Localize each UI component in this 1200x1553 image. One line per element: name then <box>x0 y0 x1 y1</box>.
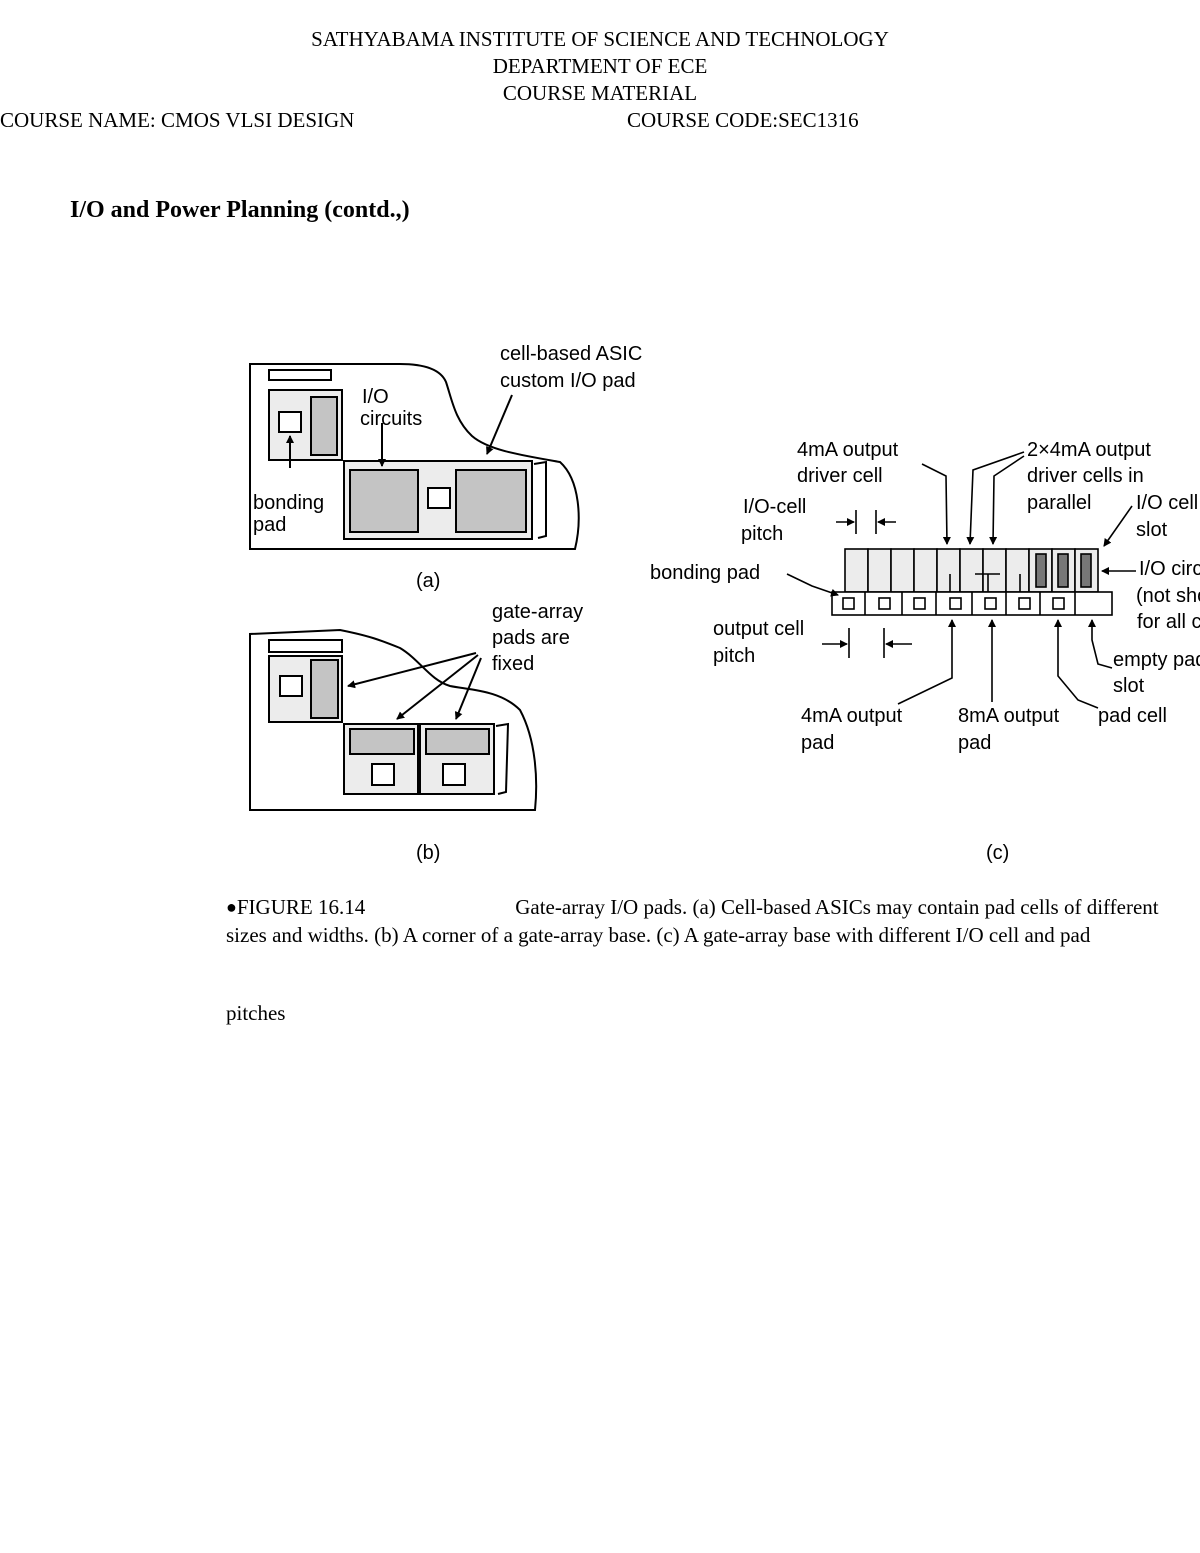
io-pads-figure: I/O circuits bonding pad cell-based ASIC… <box>249 343 1200 864</box>
panel-a-corner-cell <box>268 369 332 381</box>
panel-b-drawing <box>249 628 538 811</box>
panel-a-side-circuit <box>310 396 338 456</box>
caption-text: Gate-array I/O pads. (a) Cell-based ASIC… <box>226 895 1159 947</box>
panel-b-side-pad <box>279 675 303 697</box>
course-name: COURSE NAME: CMOS VLSI DESIGN <box>0 108 355 132</box>
asic-callout-2: custom I/O pad <box>500 370 636 392</box>
pad-4ma-label-2: pad <box>801 732 834 754</box>
panel-b-circuit-1 <box>349 728 415 755</box>
material-label: COURSE MATERIAL <box>502 81 698 105</box>
panel-b-outline <box>249 628 538 811</box>
fixed-label-2: pads are <box>492 627 570 649</box>
io-pitch-label-2: pitch <box>741 523 783 545</box>
empty-slot-label-2: slot <box>1113 675 1145 697</box>
fixed-label-1: gate-array <box>492 601 583 623</box>
driver-4ma-label-1: 4mA output <box>797 439 899 461</box>
panel-a-label: (a) <box>416 570 440 592</box>
io-slot-label-2: slot <box>1136 519 1168 541</box>
asic-callout-1: cell-based ASIC <box>500 343 642 365</box>
io-circuits-label-c-2: (not shown <box>1136 585 1200 607</box>
panel-a-io-circuit-right <box>455 469 527 533</box>
bonding-pad-square-a <box>278 411 302 433</box>
panel-a-io-circuit-left <box>349 469 419 533</box>
panel-a-drawing <box>249 363 580 550</box>
empty-slot-label-1: empty pad <box>1113 649 1200 671</box>
panel-b-pad-2 <box>442 763 466 786</box>
panel-b-circuit-2 <box>425 728 490 755</box>
fixed-label-3: fixed <box>492 653 534 675</box>
section-title: I/O and Power Planning (contd.,) <box>70 197 410 223</box>
caption-tail: pitches <box>226 1001 286 1025</box>
panel-a-outline <box>249 363 580 550</box>
panel-b-side-circuit <box>310 659 339 719</box>
panel-c-drawing <box>786 451 1136 709</box>
io-circuits-label-a-2: circuits <box>360 408 422 430</box>
io-pitch-label-1: I/O-cell <box>743 496 806 518</box>
bonding-pad-label-c: bonding pad <box>650 562 760 584</box>
panel-b-label: (b) <box>416 842 440 864</box>
institute-name: SATHYABAMA INSTITUTE OF SCIENCE AND TECH… <box>311 27 889 51</box>
panel-a-edge-cell <box>533 460 547 539</box>
bonding-pad-label-a: bonding <box>253 492 324 514</box>
io-slot-label-1: I/O cell <box>1136 492 1198 514</box>
output-pitch-label-2: pitch <box>713 645 755 667</box>
pad-4ma-label-1: 4mA output <box>801 705 903 727</box>
department-name: DEPARTMENT OF ECE <box>492 54 708 78</box>
io-circuits-label-a: I/O <box>362 386 389 408</box>
parallel-label-1: 2×4mA output <box>1027 439 1151 461</box>
output-pitch-label-1: output cell <box>713 618 804 640</box>
course-code: COURSE CODE:SEC1316 <box>627 108 859 132</box>
pad-cell-label: pad cell <box>1098 705 1167 727</box>
panel-b-pad-1 <box>371 763 395 786</box>
bonding-pad-label-a-2: pad <box>253 514 286 536</box>
panel-a-pad-square <box>427 487 451 509</box>
pad-8ma-label-2: pad <box>958 732 991 754</box>
parallel-label-2: driver cells in <box>1027 465 1144 487</box>
panel-c-label: (c) <box>986 842 1009 864</box>
io-circuits-label-c-1: I/O circuits <box>1139 558 1200 580</box>
panel-b-edge-cell <box>495 722 510 795</box>
pad-8ma-label-1: 8mA output <box>958 705 1060 727</box>
io-circuits-label-c-3: for all cells) <box>1137 611 1200 633</box>
bullet-icon: ● <box>226 897 237 917</box>
driver-4ma-label-2: driver cell <box>797 465 883 487</box>
figure-number: FIGURE 16.14 <box>236 895 366 919</box>
parallel-label-3: parallel <box>1027 492 1091 514</box>
panel-b-corner-cell <box>268 639 343 653</box>
